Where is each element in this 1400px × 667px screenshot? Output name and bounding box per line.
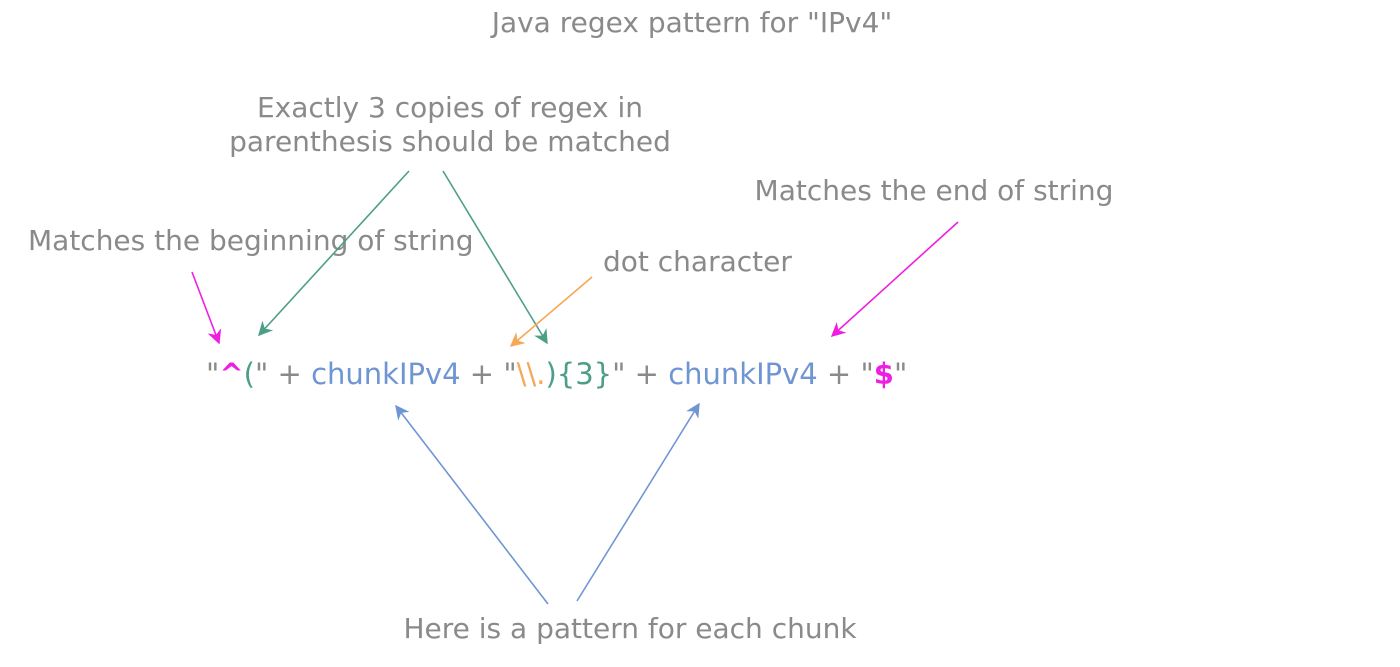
expr-dollar-anchor: $ — [874, 357, 894, 391]
arrow-to-caret — [191, 271, 222, 345]
annotation-copies-line2: parenthesis should be matched — [229, 125, 671, 158]
diagram-title: Java regex pattern for "IPv4" — [490, 6, 893, 39]
expr-chunk-variable: chunkIPv4 — [311, 357, 461, 391]
annotation-end-of-string: Matches the end of string — [755, 174, 1114, 207]
expr-group-token: ( — [244, 357, 255, 391]
expr-caret-anchor: ^ — [219, 357, 243, 391]
annotation-chunk-pattern: Here is a pattern for each chunk — [403, 612, 857, 645]
annotation-copies-line1: Exactly 3 copies of regex in — [257, 91, 643, 124]
expr-group-token: ){3} — [545, 357, 612, 391]
annotation-dot-character: dot character — [603, 245, 792, 278]
arrow-to-dollar — [830, 221, 959, 337]
annotation-beginning-of-string: Matches the beginning of string — [28, 224, 474, 257]
arrow-to-second-chunk — [576, 402, 700, 602]
arrow-copies-to-quantifier — [442, 170, 548, 345]
regex-expression: "^(" + chunkIPv4 + "\\.){3}" + chunkIPv4… — [206, 357, 907, 391]
expr-literal: " — [894, 357, 907, 391]
expr-literal: + " — [818, 357, 874, 391]
expr-chunk-variable: chunkIPv4 — [668, 357, 818, 391]
expr-literal: " — [206, 357, 219, 391]
expr-literal: " + — [612, 357, 668, 391]
arrow-copies-to-group-open — [258, 170, 410, 337]
arrow-to-first-chunk — [395, 404, 549, 605]
expr-escaped-dot: \\. — [517, 357, 546, 391]
expr-literal: + " — [461, 357, 517, 391]
arrow-to-dot — [509, 276, 593, 347]
expr-literal: " + — [255, 357, 311, 391]
